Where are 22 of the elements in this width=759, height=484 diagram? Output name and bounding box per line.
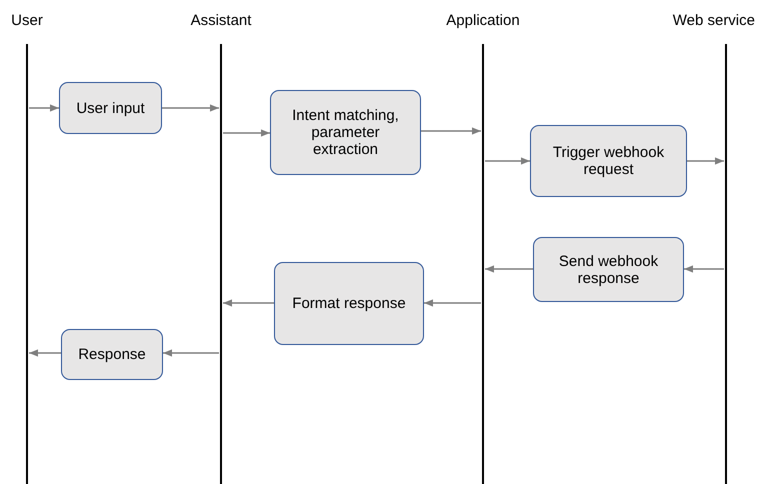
arrow xyxy=(223,129,270,137)
process-box: Format response xyxy=(274,262,424,345)
arrow xyxy=(485,157,530,165)
arrow xyxy=(162,104,219,112)
arrow xyxy=(687,157,724,165)
process-box: User input xyxy=(59,82,162,134)
participant-label: User xyxy=(11,12,43,29)
process-box: Response xyxy=(61,329,163,380)
process-box: Send webhook response xyxy=(533,237,684,302)
arrow xyxy=(421,127,481,135)
arrow xyxy=(684,265,724,273)
arrow xyxy=(223,299,274,307)
process-box: Trigger webhook request xyxy=(530,125,687,197)
arrow xyxy=(29,349,61,357)
arrow xyxy=(424,299,481,307)
arrow xyxy=(163,349,219,357)
arrow xyxy=(485,265,533,273)
participant-label: Application xyxy=(446,12,520,29)
process-box: Intent matching, parameter extraction xyxy=(270,90,421,175)
participant-label: Assistant xyxy=(190,12,252,29)
arrow xyxy=(29,104,59,112)
participant-label: Web service xyxy=(672,12,755,29)
